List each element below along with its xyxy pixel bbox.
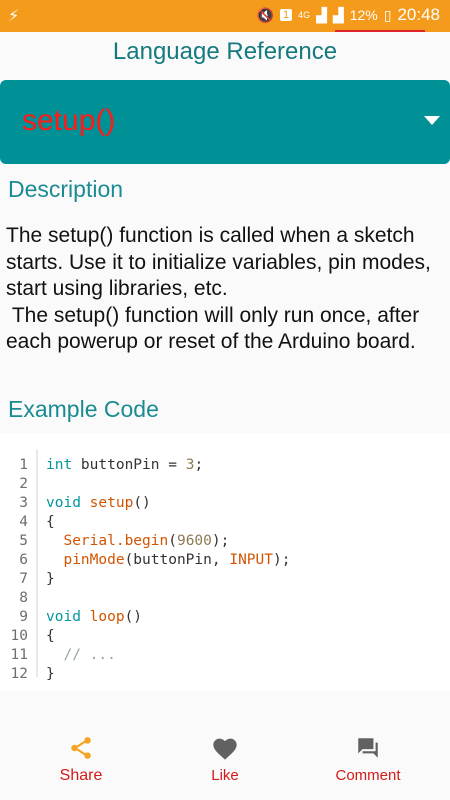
code-token: (): [124, 609, 143, 625]
code-token: ;: [194, 457, 204, 473]
code-line: 3 void setup(): [0, 495, 450, 514]
line-number: 3: [19, 495, 28, 511]
code-line: 1 int buttonPin = 3;: [0, 457, 450, 476]
line-number: 7: [19, 571, 28, 587]
comment-label: Comment: [335, 767, 401, 784]
code-token: }: [46, 666, 55, 682]
code-token: setup: [89, 495, 134, 511]
battery-indicator-line: [335, 30, 425, 32]
like-button[interactable]: Like: [165, 735, 285, 784]
description-title: Description: [8, 176, 124, 202]
comment-icon: [358, 738, 378, 758]
network-type-label: 4G: [298, 10, 311, 20]
line-number: 2: [19, 476, 28, 492]
chevron-down-icon: [424, 116, 440, 125]
battery-text: 12%: [349, 7, 378, 23]
line-number: 11: [10, 647, 28, 663]
share-label: Share: [59, 767, 103, 784]
notification-badge: 1: [280, 9, 293, 21]
status-icons: 🔇 1 4G ▟ ▟ 12% ▯ 20:48: [257, 5, 440, 25]
code-line: 4 {: [0, 514, 450, 533]
code-token: (: [168, 533, 177, 549]
code-token: 3: [185, 457, 195, 473]
code-line: 11 // ...: [0, 647, 450, 666]
code-token: {: [46, 628, 55, 644]
code-token: (): [133, 495, 151, 511]
dropdown-selected-value: setup(): [22, 104, 116, 137]
usb-icon: ⚡: [8, 8, 20, 25]
code-token: );: [211, 533, 230, 549]
code-token: loop: [89, 609, 125, 625]
code-token: }: [46, 571, 55, 587]
line-number: 9: [19, 609, 28, 625]
code-line: 12 }: [0, 666, 450, 685]
code-token: INPUT: [229, 552, 273, 568]
comment-button[interactable]: Comment: [308, 735, 428, 784]
code-token: {: [46, 514, 55, 530]
code-line: 6 pinMode(buttonPin, INPUT);: [0, 552, 450, 571]
code-line: 9 void loop(): [0, 609, 450, 628]
code-token: void: [46, 495, 81, 511]
code-token: // ...: [63, 647, 116, 663]
mute-icon: 🔇: [256, 6, 274, 23]
code-token: buttonPin =: [72, 457, 186, 473]
line-number: 8: [19, 590, 28, 606]
code-token: );: [273, 552, 291, 568]
code-block: 1 int buttonPin = 3; 2 3 void setup() 4 …: [0, 433, 450, 691]
code-line: 5 Serial.begin(9600);: [0, 533, 450, 552]
code-token: int: [46, 457, 73, 473]
page-title: Language Reference: [112, 38, 338, 65]
heart-icon: [213, 738, 237, 760]
code-line: 2: [0, 476, 450, 495]
example-code-title: Example Code: [8, 396, 159, 422]
code-token: (buttonPin,: [124, 552, 230, 568]
line-number: 4: [19, 514, 28, 530]
signal-icon-2: ▟: [332, 6, 344, 23]
line-number: 6: [19, 552, 28, 568]
code-token: 9600: [176, 533, 212, 549]
clock: 20:48: [397, 5, 440, 24]
battery-icon: ▯: [383, 6, 392, 23]
line-number: 12: [10, 666, 28, 682]
line-number: 5: [19, 533, 28, 549]
line-number: 1: [19, 457, 28, 473]
code-line: 10 {: [0, 628, 450, 647]
signal-icon: ▟: [316, 6, 327, 23]
share-icon: [71, 737, 91, 759]
status-bar: ⚡ 🔇 1 4G ▟ ▟ 12% ▯ 20:48: [0, 0, 450, 32]
code-token: pinMode: [63, 552, 125, 568]
like-label: Like: [211, 767, 239, 784]
function-dropdown[interactable]: setup(): [0, 80, 450, 164]
code-gutter-divider: [36, 449, 38, 677]
code-token: Serial.begin: [63, 533, 169, 549]
line-number: 10: [10, 628, 28, 644]
code-line: 7 }: [0, 571, 450, 590]
bottom-action-bar: Share Like Comment: [0, 705, 450, 800]
description-text: The setup() function is called when a sk…: [6, 224, 431, 353]
share-button[interactable]: Share: [21, 735, 141, 785]
code-token: void: [46, 609, 81, 625]
code-line: 8: [0, 590, 450, 609]
